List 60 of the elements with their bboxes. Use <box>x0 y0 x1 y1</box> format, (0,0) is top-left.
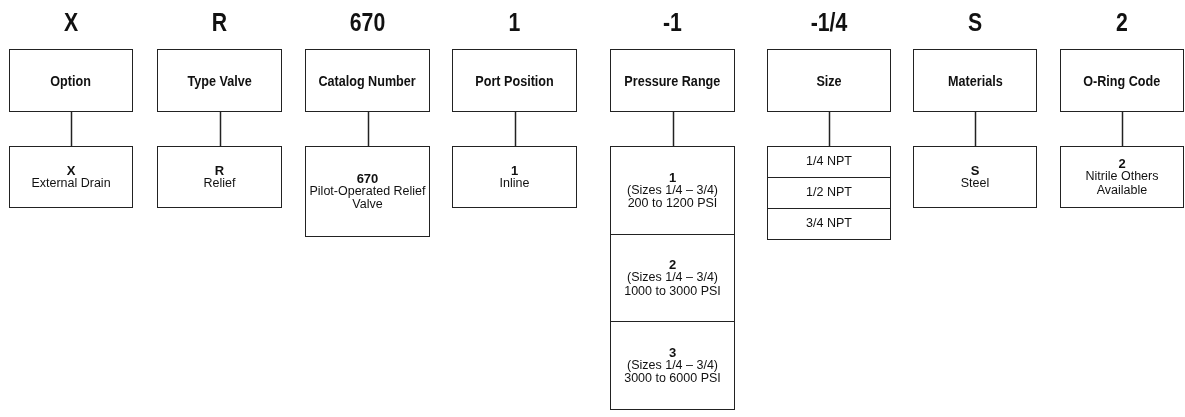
option-description: Relief <box>202 176 237 191</box>
option-description: 1/2 NPT <box>805 186 853 200</box>
connector-line <box>1121 111 1124 147</box>
option-description: 3/4 NPT <box>805 217 853 231</box>
connector-line <box>219 111 222 147</box>
code-value: 1 <box>510 163 519 177</box>
code-heading: -1 <box>662 8 683 37</box>
connector-line <box>828 111 831 147</box>
category-title: Materials <box>946 72 1004 89</box>
code-value: 2 <box>668 258 677 271</box>
option-box <box>767 208 891 240</box>
option-description: 3000 to 6000 PSI <box>623 372 722 386</box>
option-description: (Sizes 1/4 – 3/4) <box>626 358 719 372</box>
option-description: (Sizes 1/4 – 3/4) <box>626 183 719 197</box>
option-description: Steel <box>959 176 991 191</box>
option-box <box>767 146 891 178</box>
code-value: 1 <box>668 170 677 184</box>
option-box <box>157 146 282 208</box>
category-title: Type Valve <box>186 72 253 89</box>
code-value: R <box>214 163 225 177</box>
option-box <box>913 146 1037 208</box>
code-value: S <box>970 163 980 177</box>
option-description: 1000 to 3000 PSI <box>623 284 722 298</box>
code-heading: 2 <box>1115 8 1129 37</box>
category-title: Option <box>49 72 93 89</box>
option-description: (Sizes 1/4 – 3/4) <box>626 271 719 285</box>
option-description: Pilot-Operated Relief Valve <box>308 184 427 212</box>
option-box <box>1060 146 1184 208</box>
connector-line <box>70 111 73 147</box>
category-title: O-Ring Code <box>1082 72 1162 89</box>
option-box <box>767 177 891 209</box>
code-value: X <box>66 163 76 177</box>
option-box <box>610 321 735 410</box>
category-title: Port Position <box>474 72 555 89</box>
option-box <box>610 234 735 322</box>
option-description: Nitrile Others Available <box>1084 170 1160 197</box>
option-box <box>305 146 430 237</box>
option-box <box>610 146 735 235</box>
code-value: 2 <box>1118 157 1126 170</box>
connector-line <box>367 111 370 147</box>
connector-line <box>974 111 977 147</box>
option-description: 200 to 1200 PSI <box>626 197 719 211</box>
option-box <box>9 146 133 208</box>
code-heading: 670 <box>348 8 387 37</box>
code-heading: -1/4 <box>809 8 849 37</box>
option-description: 1/4 NPT <box>805 155 853 169</box>
category-title: Pressure Range <box>623 72 722 89</box>
connector-line <box>514 111 517 147</box>
category-title: Size <box>815 72 843 89</box>
option-description: External Drain <box>30 176 112 191</box>
category-title: Catalog Number <box>317 72 418 89</box>
option-box <box>452 146 577 208</box>
code-value: 3 <box>668 345 677 359</box>
code-heading: R <box>210 8 229 37</box>
code-heading: 1 <box>507 8 522 37</box>
code-value: 670 <box>356 171 379 185</box>
code-heading: S <box>966 8 984 37</box>
code-heading: X <box>62 8 80 37</box>
option-description: Inline <box>498 176 531 191</box>
connector-line <box>672 111 675 147</box>
